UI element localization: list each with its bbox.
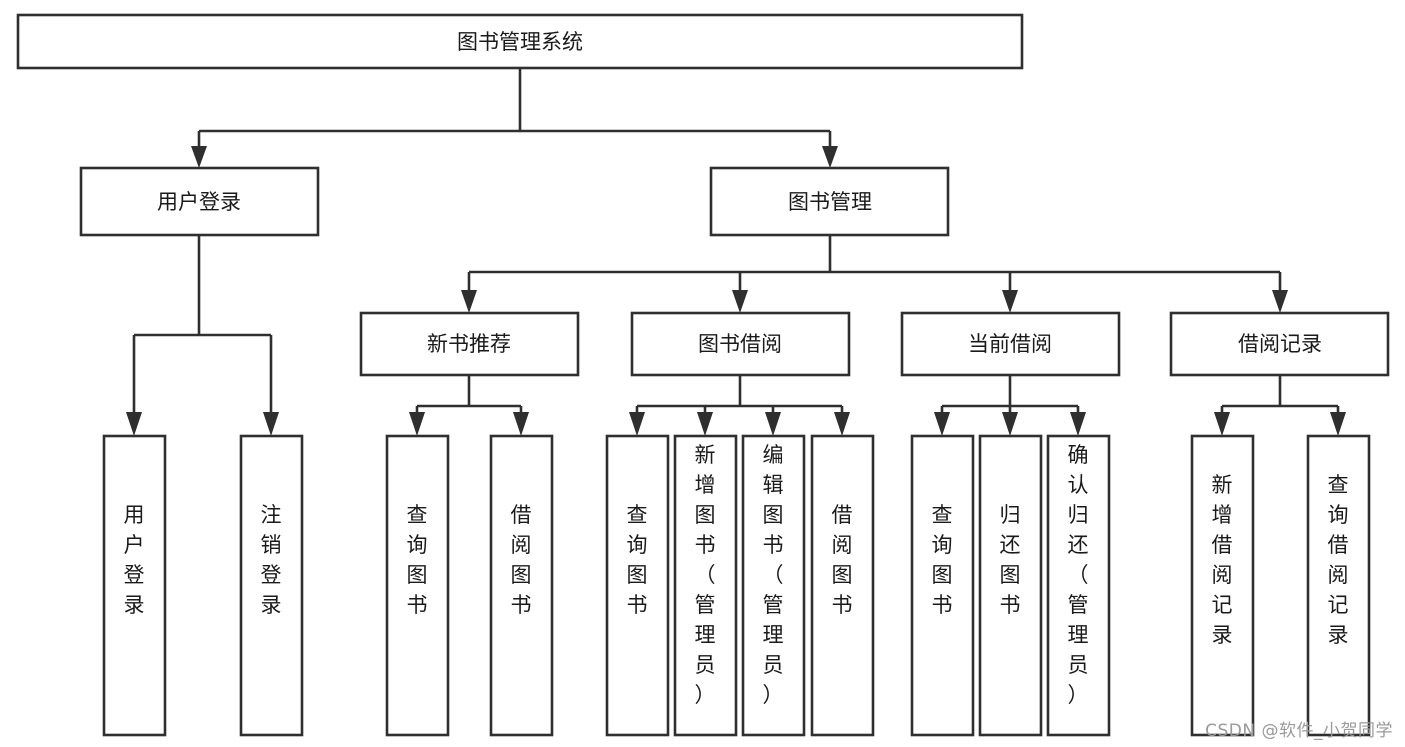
node-new-book-recommend[interactable]: 新书推荐 <box>359 311 580 377</box>
node-book-borrow-box[interactable] <box>630 311 851 377</box>
node-leaf-return-book-label: 归还图书 <box>1000 503 1021 617</box>
node-book-borrow-label: 图书借阅 <box>698 332 782 356</box>
node-leaf-borrow-book-2-box[interactable] <box>810 434 875 737</box>
node-leaf-query-record[interactable]: 查询借阅记录 <box>1306 434 1371 737</box>
node-root-label: 图书管理系统 <box>457 30 583 54</box>
node-leaf-confirm-return-box[interactable] <box>1046 434 1111 737</box>
node-borrow-record-label: 借阅记录 <box>1238 332 1322 356</box>
node-leaf-add-record-box[interactable] <box>1190 434 1255 737</box>
node-leaf-user-login-label: 用户登录 <box>124 503 145 617</box>
arrow-to-user-login <box>191 146 207 168</box>
node-current-borrow-box[interactable] <box>900 311 1121 377</box>
node-leaf-confirm-return-label: 确认归还（管理员） <box>1068 443 1089 707</box>
arrow-to-leaf-add-record <box>1214 412 1230 436</box>
node-current-borrow[interactable]: 当前借阅 <box>900 311 1121 377</box>
leaf-nodes-group: 用户登录 注销登录 查询图书 借阅图书 查询图书 新增图书（管理员） 编辑图书（… <box>102 434 1371 737</box>
node-leaf-user-login[interactable]: 用户登录 <box>102 434 167 737</box>
node-user-login[interactable]: 用户登录 <box>79 166 320 237</box>
node-root-box[interactable] <box>16 13 1024 70</box>
arrow-to-borrow-record <box>1272 290 1288 313</box>
arrow-to-leaf-query-book-3 <box>934 412 950 436</box>
node-new-book-recommend-box[interactable] <box>359 311 580 377</box>
node-borrow-record[interactable]: 借阅记录 <box>1169 311 1390 377</box>
node-leaf-borrow-book-1[interactable]: 借阅图书 <box>489 434 554 737</box>
arrow-to-new-book-recommend <box>461 290 477 313</box>
node-leaf-confirm-return[interactable]: 确认归还（管理员） <box>1046 434 1111 737</box>
node-leaf-return-book[interactable]: 归还图书 <box>978 434 1043 737</box>
node-leaf-borrow-book-2[interactable]: 借阅图书 <box>810 434 875 737</box>
node-leaf-borrow-book-2-label: 借阅图书 <box>832 503 853 617</box>
node-leaf-query-book-1[interactable]: 查询图书 <box>385 434 450 737</box>
connector-group <box>126 68 1346 436</box>
node-leaf-borrow-book-1-label: 借阅图书 <box>511 503 532 617</box>
node-leaf-query-book-1-box[interactable] <box>385 434 450 737</box>
arrow-to-current-borrow <box>1002 290 1018 313</box>
node-leaf-add-book[interactable]: 新增图书（管理员） <box>673 434 738 737</box>
node-book-management-box[interactable] <box>709 166 950 237</box>
node-leaf-add-record-label: 新增借阅记录 <box>1212 473 1233 647</box>
node-new-book-recommend-label: 新书推荐 <box>427 332 511 356</box>
node-leaf-logout-login[interactable]: 注销登录 <box>239 434 304 737</box>
arrow-to-leaf-query-book-2 <box>629 412 645 436</box>
node-leaf-query-book-3-label: 查询图书 <box>932 503 953 617</box>
node-user-login-box[interactable] <box>79 166 320 237</box>
node-leaf-borrow-book-1-box[interactable] <box>489 434 554 737</box>
node-leaf-query-book-2-box[interactable] <box>605 434 670 737</box>
node-leaf-query-book-3[interactable]: 查询图书 <box>910 434 975 737</box>
arrow-to-book-management <box>822 146 838 168</box>
node-leaf-add-record[interactable]: 新增借阅记录 <box>1190 434 1255 737</box>
node-leaf-return-book-box[interactable] <box>978 434 1043 737</box>
node-root[interactable]: 图书管理系统 <box>16 13 1024 70</box>
arrow-to-leaf-logout-login <box>263 412 279 436</box>
node-leaf-query-book-2-label: 查询图书 <box>627 503 648 617</box>
node-book-management[interactable]: 图书管理 <box>709 166 950 237</box>
arrow-to-leaf-borrow-book-1 <box>513 412 529 436</box>
node-book-borrow[interactable]: 图书借阅 <box>630 311 851 377</box>
arrow-to-book-borrow <box>732 290 748 313</box>
node-leaf-query-book-3-box[interactable] <box>910 434 975 737</box>
node-book-management-label: 图书管理 <box>788 190 872 214</box>
node-leaf-edit-book[interactable]: 编辑图书（管理员） <box>741 434 806 737</box>
node-leaf-add-book-label: 新增图书（管理员） <box>695 443 716 707</box>
node-leaf-edit-book-box[interactable] <box>741 434 806 737</box>
node-leaf-edit-book-label: 编辑图书（管理员） <box>763 443 784 707</box>
arrow-to-leaf-confirm-return <box>1070 412 1086 436</box>
node-leaf-query-record-box[interactable] <box>1306 434 1371 737</box>
node-leaf-query-book-1-label: 查询图书 <box>407 503 428 617</box>
node-leaf-logout-login-box[interactable] <box>239 434 304 737</box>
node-user-login-label: 用户登录 <box>157 190 241 214</box>
node-leaf-query-record-label: 查询借阅记录 <box>1328 473 1349 647</box>
arrow-to-leaf-borrow-book-2 <box>834 412 850 436</box>
node-leaf-user-login-box[interactable] <box>102 434 167 737</box>
node-current-borrow-label: 当前借阅 <box>968 332 1052 356</box>
node-borrow-record-box[interactable] <box>1169 311 1390 377</box>
node-leaf-query-book-2[interactable]: 查询图书 <box>605 434 670 737</box>
arrow-to-leaf-add-book <box>697 412 713 436</box>
arrow-to-leaf-query-book-1 <box>409 412 425 436</box>
arrow-to-leaf-return-book <box>1002 412 1018 436</box>
arrow-to-leaf-edit-book <box>765 412 781 436</box>
arrow-to-leaf-query-record <box>1330 412 1346 436</box>
arrow-to-leaf-user-login <box>126 412 142 436</box>
node-leaf-add-book-box[interactable] <box>673 434 738 737</box>
node-leaf-logout-login-label: 注销登录 <box>261 503 282 617</box>
